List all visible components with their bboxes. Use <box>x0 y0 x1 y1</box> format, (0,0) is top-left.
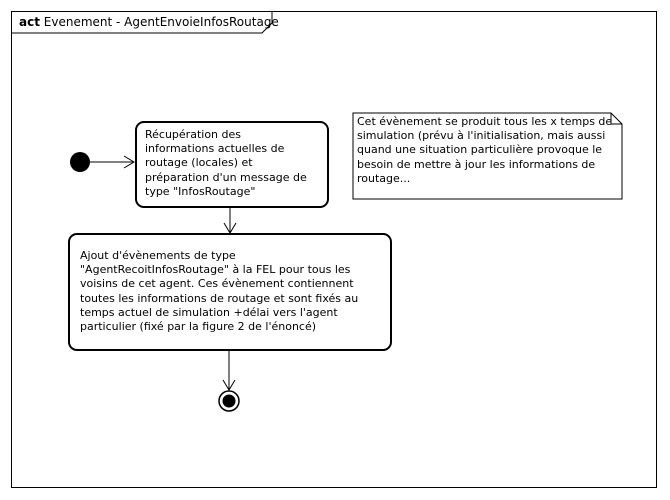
frame-tab-outline <box>11 11 273 34</box>
activity-frame <box>11 11 657 488</box>
frame-name: Evenement - AgentEnvoieInfosRoutage <box>43 15 279 29</box>
final-node-inner <box>222 394 236 408</box>
frame-title: act Evenement - AgentEnvoieInfosRoutage <box>11 11 279 33</box>
arrowhead-icon <box>123 155 135 169</box>
note-text: Cet évènement se produit tous les x temp… <box>357 115 613 185</box>
note-fold <box>610 113 622 125</box>
frame-keyword: act <box>19 15 40 29</box>
arrowhead-icon <box>222 379 236 391</box>
action-recuperation: Récupération des informations actuelles … <box>135 121 329 208</box>
note-shape <box>352 112 623 200</box>
action-ajout-evenements: Ajout d'évènements de type "AgentRecoitI… <box>68 233 392 351</box>
initial-node <box>70 152 90 172</box>
